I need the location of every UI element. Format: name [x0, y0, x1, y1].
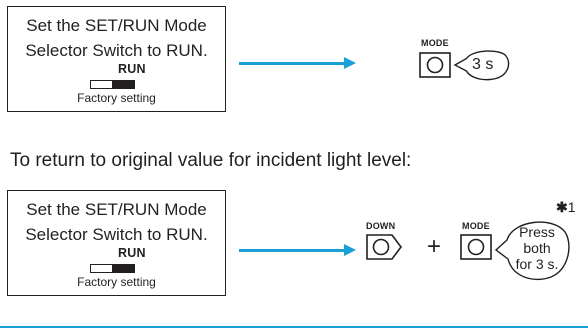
- bottom-divider: [0, 326, 588, 328]
- factory-setting-caption: Factory setting: [77, 275, 156, 289]
- hold-instruction-line-3: for 3 s.: [515, 256, 559, 272]
- asterisk-icon: ✱: [556, 199, 568, 215]
- mode-key-icon: [460, 234, 492, 260]
- instruction-line-2: Selector Switch to RUN.: [25, 41, 208, 60]
- plus-sign: +: [427, 233, 442, 260]
- hold-duration-text: 3 s: [472, 56, 494, 73]
- instruction-line-2: Selector Switch to RUN.: [25, 225, 208, 244]
- switch-knob: [112, 81, 134, 88]
- section-title: To return to original value for incident…: [10, 150, 412, 171]
- switch-run-label: RUN: [118, 246, 146, 260]
- switch-knob: [112, 265, 134, 272]
- bottom-instruction-box: Set the SET/RUN Mode Selector Switch to …: [7, 190, 226, 296]
- mode-key-label: MODE: [421, 38, 449, 48]
- top-instruction-box: Set the SET/RUN Mode Selector Switch to …: [7, 6, 226, 112]
- hold-instruction-line-2: both: [523, 240, 551, 256]
- instruction-line-1: Set the SET/RUN Mode: [26, 16, 207, 35]
- down-key-icon: [366, 234, 402, 260]
- speech-bubble-icon: [494, 221, 570, 281]
- right-arrow-icon: [239, 57, 356, 69]
- right-arrow-icon: [239, 244, 356, 256]
- mode-key-icon: [419, 52, 451, 78]
- switch-run-label: RUN: [118, 62, 146, 76]
- factory-setting-caption: Factory setting: [77, 91, 156, 105]
- mode-key-label: MODE: [462, 221, 490, 231]
- slide-switch-icon: [90, 264, 135, 273]
- footnote-number: 1: [567, 199, 576, 215]
- speech-bubble-icon: [453, 50, 510, 81]
- hold-instruction-line-1: Press: [519, 224, 555, 240]
- instruction-line-1: Set the SET/RUN Mode: [26, 200, 207, 219]
- slide-switch-icon: [90, 80, 135, 89]
- down-key-label: DOWN: [366, 221, 396, 231]
- footnote-reference: ✱1: [556, 199, 576, 216]
